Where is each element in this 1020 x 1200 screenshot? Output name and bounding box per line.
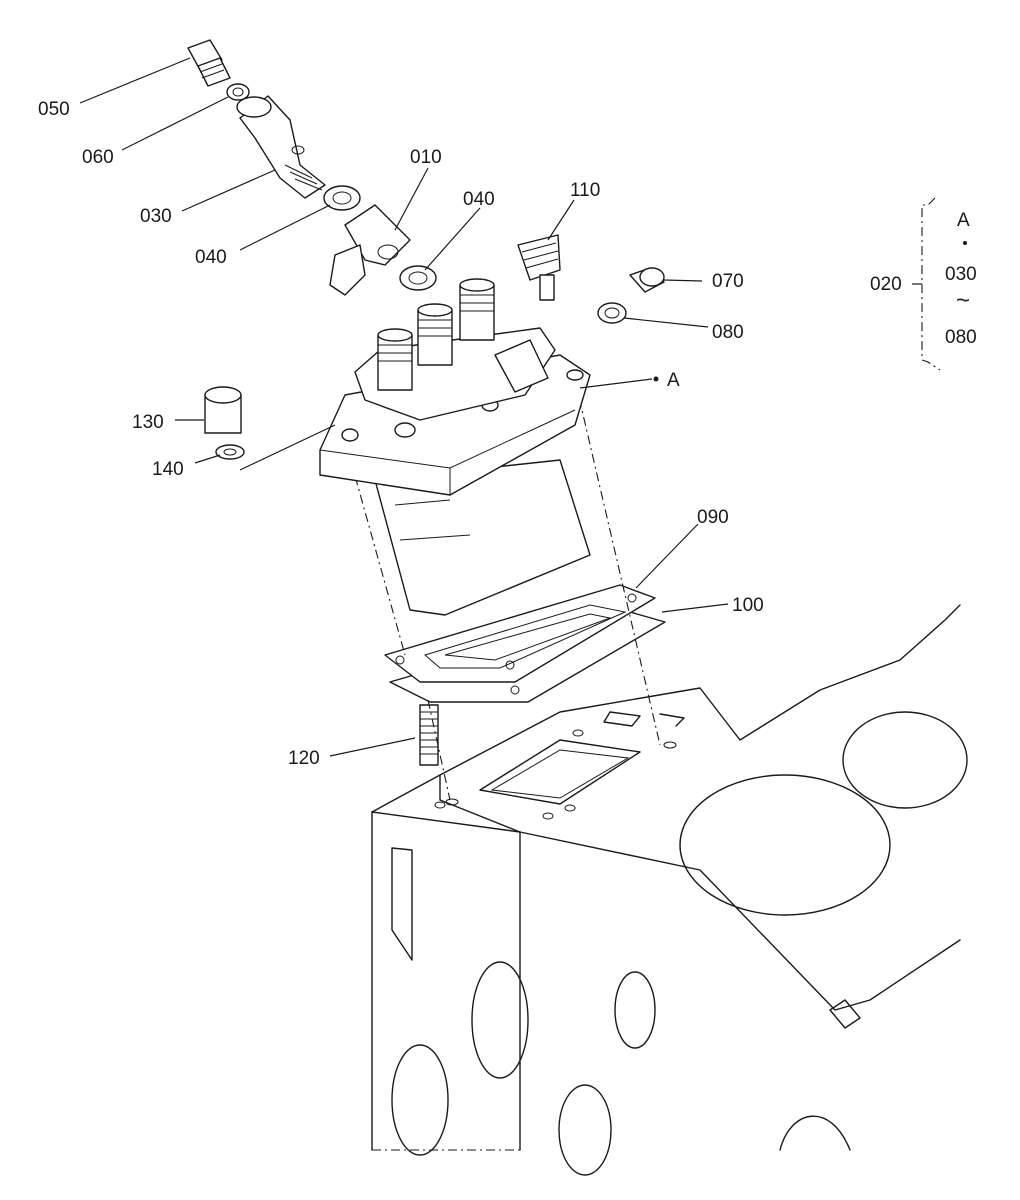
engine-block bbox=[371, 604, 968, 1176]
label-110: 110 bbox=[570, 180, 600, 201]
plug-110 bbox=[517, 234, 561, 301]
injection-pump-body bbox=[319, 278, 591, 616]
bracket-from: 030 bbox=[945, 264, 977, 285]
banjo-bolt bbox=[187, 39, 231, 87]
screw-070 bbox=[629, 267, 665, 293]
washer-140 bbox=[215, 444, 245, 460]
label-040-left: 040 bbox=[195, 247, 227, 268]
washer-080 bbox=[597, 302, 627, 324]
label-040-right: 040 bbox=[463, 189, 495, 210]
group-bracket bbox=[921, 197, 967, 371]
label-080: 080 bbox=[712, 322, 744, 343]
bracket-a: A bbox=[957, 210, 970, 231]
fitting-030 bbox=[236, 95, 326, 199]
label-020: 020 bbox=[870, 274, 902, 295]
label-ref-a: A bbox=[667, 370, 680, 391]
washer-040-lower bbox=[399, 265, 437, 291]
label-120: 120 bbox=[288, 748, 320, 769]
label-090: 090 bbox=[697, 507, 729, 528]
label-130: 130 bbox=[132, 412, 164, 433]
leader-lines bbox=[79, 57, 922, 757]
label-100: 100 bbox=[732, 595, 764, 616]
label-050: 050 bbox=[38, 99, 70, 120]
bracket-tilde: ~ bbox=[956, 287, 970, 314]
label-140: 140 bbox=[152, 459, 184, 480]
label-060: 060 bbox=[82, 147, 114, 168]
label-070: 070 bbox=[712, 271, 744, 292]
label-010: 010 bbox=[410, 147, 442, 168]
stud-bolt bbox=[419, 704, 439, 766]
washer-060 bbox=[226, 83, 250, 101]
assembly-lines bbox=[344, 379, 661, 801]
nut-130 bbox=[204, 386, 242, 434]
ref-a-dot bbox=[653, 376, 659, 382]
gasket-090 bbox=[384, 584, 656, 695]
delivery-fitting-010 bbox=[329, 204, 411, 296]
washer-040-upper bbox=[323, 185, 361, 211]
label-030: 030 bbox=[140, 206, 172, 227]
bracket-to: 080 bbox=[945, 327, 977, 348]
